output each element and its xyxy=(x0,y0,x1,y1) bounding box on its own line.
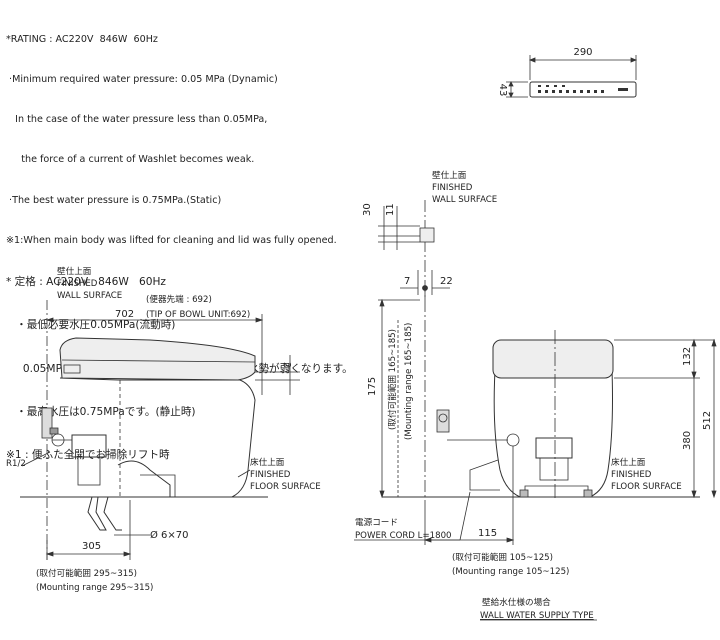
spec-notes: *RATING : AC220V 846W 60Hz ·Minimum requ… xyxy=(6,6,353,477)
note-jp-1: * 定格 : AC220V 846W 60Hz xyxy=(6,276,166,289)
front-floor-en2: FLOOR SURFACE xyxy=(611,482,682,492)
front-range-v-jp: (取付可能範囲 165~185) xyxy=(386,329,398,430)
note-jp-4: ・最高水圧は0.75MPaです。(静止時) xyxy=(6,406,196,419)
side-offset-305: 305 xyxy=(82,541,101,552)
front-range-h-jp: (取付可能範囲 105~125) xyxy=(452,551,553,563)
remote-width-label: 290 xyxy=(573,47,592,58)
side-length-702: 702 xyxy=(115,309,134,320)
note-en-5: ·The best water pressure is 0.75MPa.(Sta… xyxy=(6,194,222,206)
bowl-tip-jp: (便器先端 : 692) xyxy=(146,293,212,305)
side-wall-en: FINISHED xyxy=(57,279,98,289)
front-view xyxy=(354,200,717,545)
front-range-v-en: (Mounting range 165~185) xyxy=(404,323,414,440)
pipe-label: R1/2 xyxy=(6,459,26,469)
note-en-3: In the case of the water pressure less t… xyxy=(6,114,268,126)
front-range-h-en: (Mounting range 105~125) xyxy=(452,567,569,577)
front-floor-jp: 床仕上面 xyxy=(611,456,646,468)
front-dim-7: 7 xyxy=(404,276,410,287)
front-wall-jp: 壁仕上面 xyxy=(432,169,467,181)
front-dim-175: 175 xyxy=(367,377,378,396)
side-gap-2: 2 xyxy=(281,362,292,368)
front-wall-en: FINISHED xyxy=(432,183,473,193)
note-en-2: ·Minimum required water pressure: 0.05 M… xyxy=(6,74,278,86)
side-floor-en: FINISHED xyxy=(250,470,291,480)
side-range-en: (Mounting range 295~315) xyxy=(36,583,153,593)
front-dim-512: 512 xyxy=(702,411,713,430)
side-range-jp: (取付可能範囲 295~315) xyxy=(36,567,137,579)
note-jp-2: ・最低必要水圧0.05MPa(流動時) xyxy=(6,319,176,332)
side-wall-jp: 壁仕上面 xyxy=(57,265,92,277)
side-floor-en2: FLOOR SURFACE xyxy=(250,482,321,492)
front-dim-380: 380 xyxy=(682,431,693,450)
side-view xyxy=(20,300,300,560)
side-wall-en2: WALL SURFACE xyxy=(57,291,122,301)
note-en-6: ※1:When main body was lifted for cleanin… xyxy=(6,234,337,246)
supply-type-jp: 壁給水仕様の場合 xyxy=(482,596,551,608)
bolt-label: Ø 6×70 xyxy=(150,529,189,541)
bowl-tip-en: (TIP OF BOWL UNIT:692) xyxy=(146,310,250,320)
front-dim-132: 132 xyxy=(682,347,693,366)
front-floor-en: FINISHED xyxy=(611,470,652,480)
front-dim-22: 22 xyxy=(440,276,453,287)
front-dim-115: 115 xyxy=(478,528,497,539)
note-en-4: the force of a current of Washlet become… xyxy=(6,154,255,166)
remote-control xyxy=(506,55,638,98)
remote-height-label: 43 xyxy=(497,84,508,97)
front-dim-30: 30 xyxy=(362,203,373,216)
power-cord-jp: 電源コード xyxy=(355,517,398,528)
note-jp-5: ※1 : 便ふた全開でお掃除リフト時 xyxy=(6,449,170,462)
supply-type-en: WALL WATER SUPPLY TYPE xyxy=(480,611,594,621)
note-en-1: *RATING : AC220V 846W 60Hz xyxy=(6,33,158,45)
side-floor-jp: 床仕上面 xyxy=(250,456,285,468)
front-wall-en2: WALL SURFACE xyxy=(432,195,497,205)
front-dim-11: 11 xyxy=(385,203,396,216)
power-cord-en: POWER CORD L=1800 xyxy=(355,531,452,541)
